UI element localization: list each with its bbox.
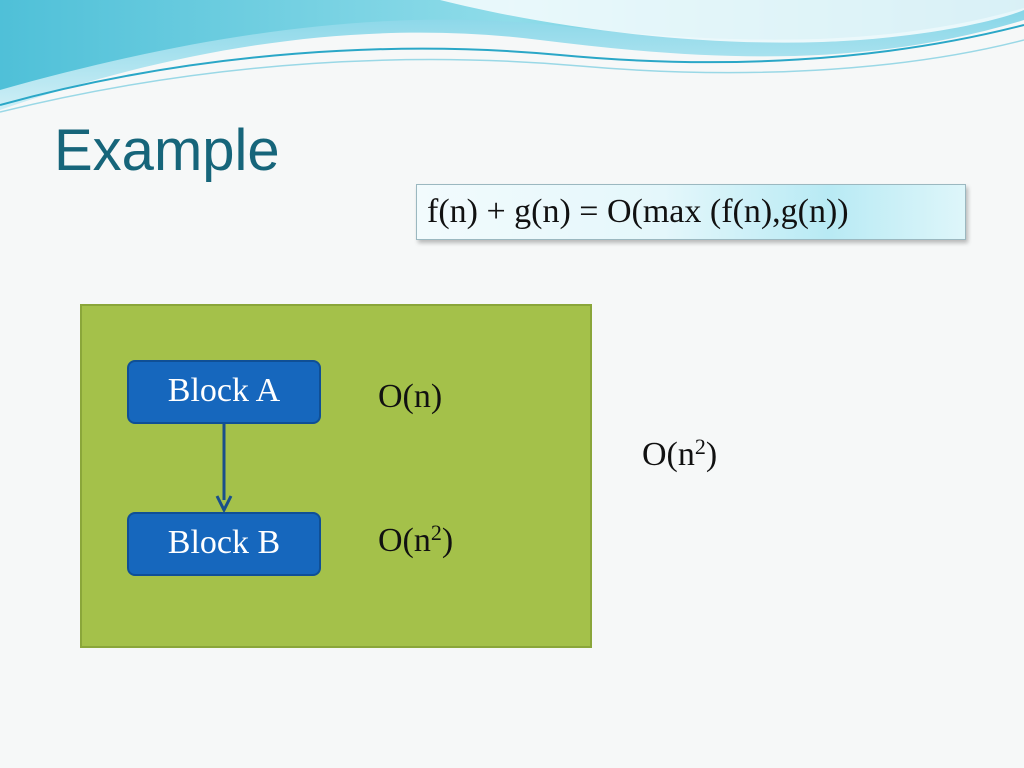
block-b-complexity: O(n2): [378, 520, 454, 559]
block-a-complexity: O(n): [378, 378, 443, 415]
total-complexity: O(n2): [642, 434, 718, 473]
slide-title: Example: [54, 118, 280, 183]
formula-text: f(n) + g(n) = O(max (f(n),g(n)): [427, 193, 849, 230]
header-wave-decoration: [0, 0, 1024, 113]
block-a-label: Block A: [167, 372, 281, 409]
code-panel: [80, 304, 592, 648]
block-b: Block B: [127, 512, 321, 576]
formula-box: f(n) + g(n) = O(max (f(n),g(n)): [416, 184, 966, 240]
block-b-label: Block B: [167, 524, 281, 561]
block-a: Block A: [127, 360, 321, 424]
